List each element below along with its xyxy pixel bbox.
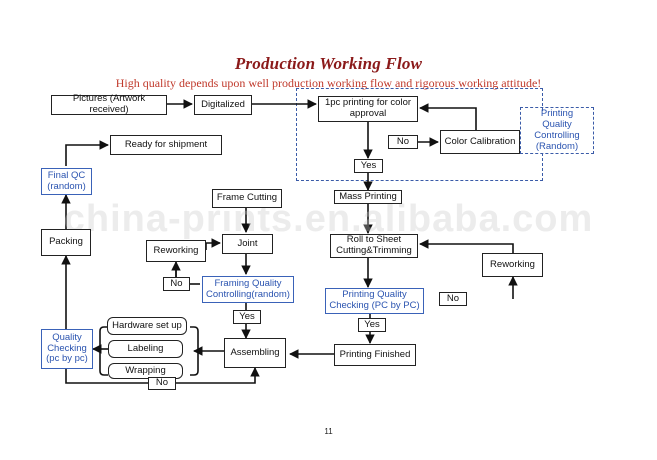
page-title: Production Working Flow — [234, 54, 423, 73]
wrapping-box: Wrapping — [108, 363, 183, 379]
hardware-box: Hardware set up — [107, 317, 187, 335]
reworking-print-box: Reworking — [482, 253, 543, 277]
quality-checking-box: Quality Checking (pc by pc) — [41, 329, 93, 369]
digitalized-box: Digitalized — [194, 95, 252, 115]
reworking-frame-box: Reworking — [146, 240, 206, 262]
printing-1pc-box: 1pc printing for color approval — [318, 96, 418, 122]
yes-print-label: Yes — [358, 318, 386, 332]
printing-quality-pc-box: Printing Quality Checking (PC by PC) — [325, 288, 424, 314]
color-calibration-box: Color Calibration — [440, 130, 520, 154]
packing-box: Packing — [41, 229, 91, 256]
no-print-label: No — [439, 292, 467, 306]
page-subtitle: High quality depends upon well productio… — [115, 76, 542, 90]
ready-shipment-box: Ready for shipment — [110, 135, 222, 155]
framing-quality-box: Framing Quality Controlling(random) — [202, 276, 294, 303]
no-frame-label: No — [163, 277, 190, 291]
mass-printing-box: Mass Printing — [334, 190, 402, 204]
no-color-label: No — [388, 135, 418, 149]
no-quality-label: No — [148, 377, 176, 390]
page-number: 11 — [324, 427, 333, 436]
quality-random-frame — [520, 107, 594, 154]
labeling-box: Labeling — [108, 340, 183, 358]
roll-to-sheet-box: Roll to Sheet Cutting&Trimming — [330, 234, 418, 258]
yes-frame-label: Yes — [233, 310, 261, 324]
frame-cutting-box: Frame Cutting — [212, 189, 282, 208]
assembling-box: Assembling — [224, 338, 286, 368]
joint-box: Joint — [222, 234, 273, 254]
printing-quality-random-box: Printing Quality Controlling (Random) — [524, 108, 590, 152]
pictures-box: Pictures (Artwork received) — [51, 93, 167, 115]
printing-finished-box: Printing Finished — [334, 344, 416, 366]
final-qc-box: Final QC (random) — [41, 168, 92, 195]
yes-mass-label: Yes — [354, 159, 383, 173]
